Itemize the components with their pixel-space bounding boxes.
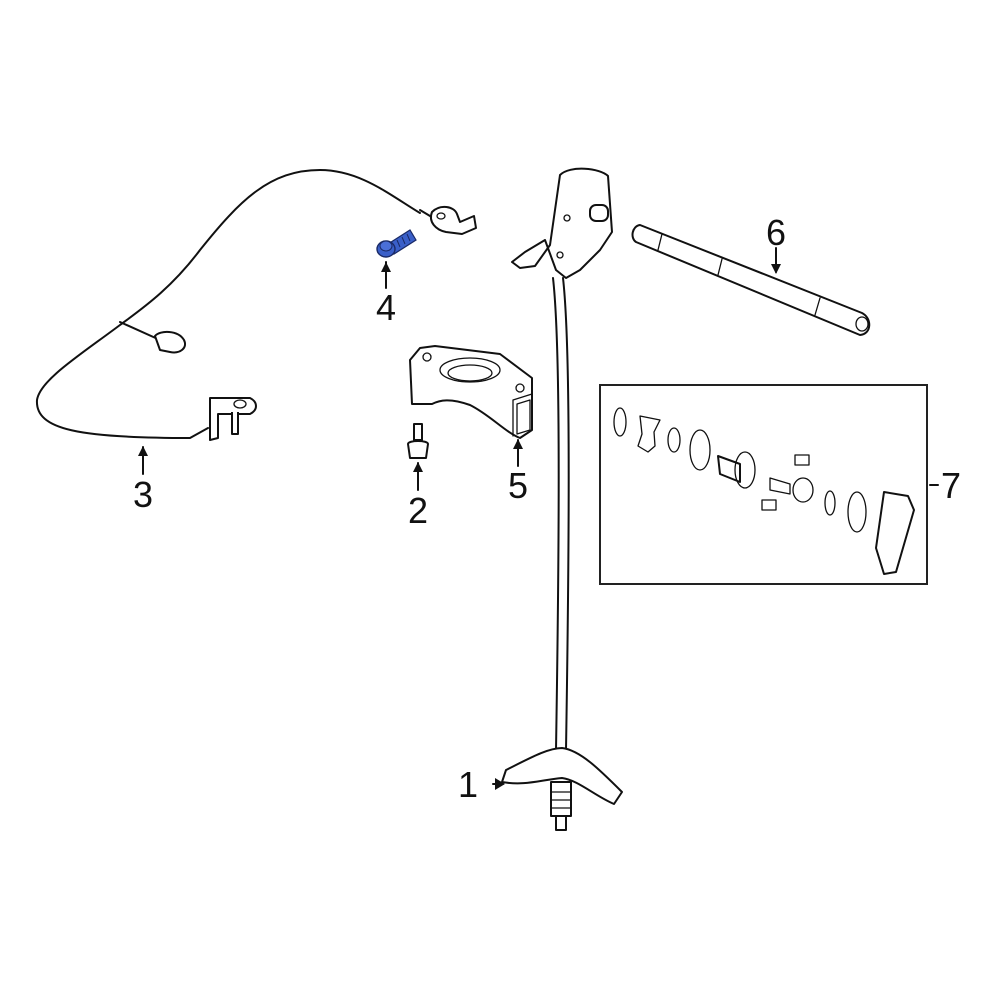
callout-arrows bbox=[138, 247, 939, 790]
part-6-extension-rod[interactable] bbox=[631, 224, 871, 336]
callout-4[interactable]: 4 bbox=[376, 287, 397, 328]
callout-1[interactable]: 1 bbox=[458, 764, 479, 805]
part-3-release-cable[interactable] bbox=[35, 169, 477, 441]
part-2-mounting-bolt[interactable] bbox=[407, 423, 429, 459]
part-7-repair-kit-contents[interactable] bbox=[613, 407, 915, 575]
part-1-hoist-assembly[interactable] bbox=[501, 167, 623, 831]
part-5-hoist-bracket[interactable] bbox=[409, 345, 533, 439]
callout-6[interactable]: 6 bbox=[766, 212, 787, 253]
callout-3[interactable]: 3 bbox=[133, 474, 154, 515]
part-4-flange-bolt[interactable] bbox=[376, 229, 417, 258]
callout-5[interactable]: 5 bbox=[508, 465, 529, 506]
callout-2[interactable]: 2 bbox=[408, 490, 429, 531]
callout-7[interactable]: 7 bbox=[941, 465, 962, 506]
part-7-kit-box bbox=[599, 384, 928, 585]
